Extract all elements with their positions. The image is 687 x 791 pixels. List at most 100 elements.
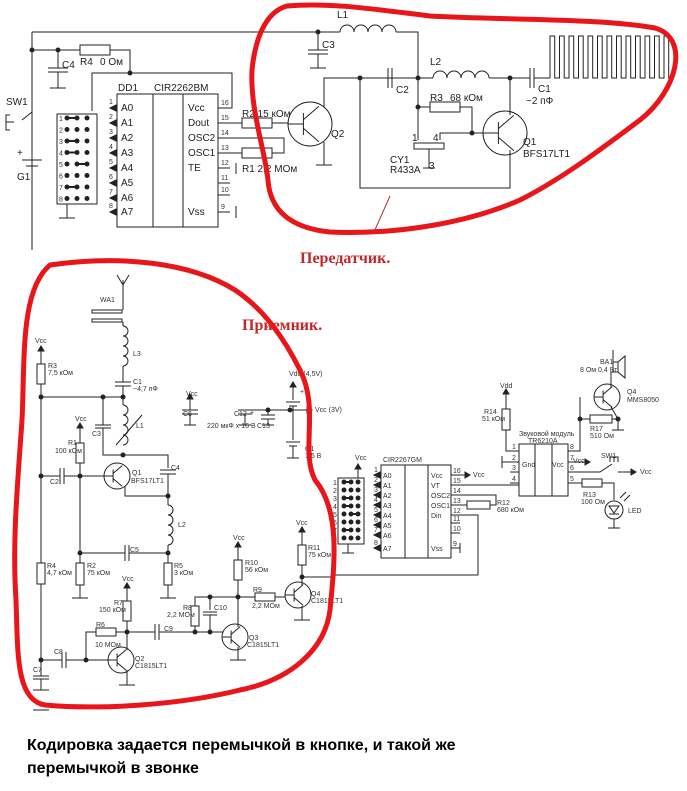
inductor [167, 504, 174, 546]
jumper-row-number: 3 [333, 496, 337, 503]
ic-pin-number: 3 [109, 129, 113, 136]
rx-module-name: TR6210A [528, 438, 558, 445]
module-pin-number: 2 [512, 455, 516, 462]
resistor [297, 544, 307, 566]
inductor [339, 24, 397, 33]
switch-button [5, 114, 14, 131]
rx-r3-value: 7,5 кОм [48, 370, 73, 377]
junction-dot [74, 127, 80, 132]
ic-pin-number: 11 [453, 516, 460, 523]
module-pin-number: 4 [512, 476, 516, 483]
junction-dot [469, 130, 475, 136]
tx-cy1-pin4: 4 [433, 133, 439, 144]
jumper-row-number: 1 [333, 480, 337, 487]
module-pin-number: 6 [570, 465, 574, 472]
tx-ic-ref: DD1 [118, 83, 138, 94]
rx-r9-label: R9 [253, 587, 262, 594]
rx-vcc-10: Vcc [473, 472, 485, 479]
rx-r6-value: 10 МОм [95, 642, 121, 649]
rx-ba1-value: 8 Ом 0,4 Вт [580, 367, 618, 374]
rx-r2-value: 75 кОм [87, 570, 110, 577]
junction-dot [84, 150, 90, 155]
rx-ba1-label: BA1 [600, 359, 613, 366]
ic-pin-number: 13 [453, 498, 461, 505]
transistor-collector [112, 465, 123, 474]
led [604, 500, 624, 520]
wire [460, 494, 497, 506]
rx-q4-label: Q4 [311, 591, 320, 598]
junction-dot [120, 452, 126, 458]
ic-pin-number: 3 [374, 487, 378, 494]
resistor [95, 627, 117, 637]
junction-dot [355, 487, 361, 493]
rx-vcc-3: Vcc [122, 576, 134, 583]
ic-pin-label: Vss [188, 207, 205, 218]
rx-led-label: LED [628, 508, 642, 515]
ic-pin-label: A5 [383, 523, 392, 530]
pin-arrow [108, 194, 117, 202]
ic-pin-number: 15 [453, 478, 461, 485]
jumper-row-number: 5 [59, 162, 63, 169]
wire [578, 463, 613, 473]
ic-pin-number: 1 [374, 467, 378, 474]
ic-pin-number: 9 [221, 204, 225, 211]
wire [85, 631, 96, 660]
wire [602, 482, 615, 500]
ic-pin-label: Vss [431, 546, 443, 553]
resistor [429, 101, 461, 113]
rx-r7-label: R7 [114, 600, 123, 607]
junction-dot [55, 47, 61, 53]
resistor [233, 559, 243, 581]
transistor-emitter [602, 399, 613, 408]
resistor [190, 605, 200, 627]
junction-dot [507, 75, 513, 81]
wire [230, 137, 285, 154]
transistor-emitter [303, 128, 320, 142]
rx-q3-label: Q3 [249, 635, 258, 642]
supply-arrow [584, 458, 591, 466]
speaker-cone [617, 354, 626, 380]
tx-c3-label: C3 [322, 40, 335, 51]
junction-dot [64, 196, 70, 201]
ic-pin-label: A3 [121, 148, 134, 159]
rx-vcc-8: Vcc [573, 458, 585, 465]
pin-arrow [372, 471, 381, 479]
tx-q2-label: Q2 [331, 129, 345, 140]
rx-module-vcc: Vcc [552, 462, 564, 469]
ic-pin-label: A3 [383, 503, 392, 510]
rx-r17-label: R17 [590, 426, 603, 433]
tx-sw1-label: SW1 [6, 97, 28, 108]
rx-vcc3-label: Vcc (3V) [315, 407, 342, 414]
jumper-row-number: 2 [333, 488, 337, 495]
pin-arrow [108, 104, 117, 112]
supply-arrow [289, 381, 297, 388]
ic-pin-number: 9 [453, 541, 457, 548]
wire [578, 419, 581, 452]
ic-pin-number: 8 [374, 540, 378, 547]
junction-dot [348, 519, 354, 525]
resistor [36, 562, 46, 585]
tx-g1-label: G1 [17, 172, 31, 183]
rx-r3-label: R3 [48, 363, 57, 370]
transmitter-heading: Передатчик. [300, 250, 390, 267]
tx-cy1-type: R433A [390, 165, 421, 176]
junction-dot [615, 416, 621, 422]
wire [335, 514, 479, 576]
transistor-emitter [498, 137, 515, 151]
tx-c1-label: C1 [538, 84, 551, 95]
tx-ic-name: CIR2262BM [154, 83, 208, 94]
saw-resonator-cy1 [413, 142, 445, 150]
tx-r3-value: 68 кОм [450, 93, 483, 104]
ic-dd1 [116, 93, 219, 228]
junction-dot [64, 127, 70, 132]
rx-vcc-4: Vcc [233, 535, 245, 542]
ic-pin-number: 14 [453, 488, 461, 495]
rx-c13-label: C13 [257, 423, 270, 430]
transistor-collector [498, 115, 515, 129]
junction-dot [84, 196, 90, 201]
tx-q1-label: Q1 [523, 137, 537, 148]
wire [124, 486, 168, 497]
rx-c12-value: 220 мкФ x 16 В [207, 423, 256, 430]
ic-pin-label: A6 [121, 193, 134, 204]
pin-arrow [108, 164, 117, 172]
